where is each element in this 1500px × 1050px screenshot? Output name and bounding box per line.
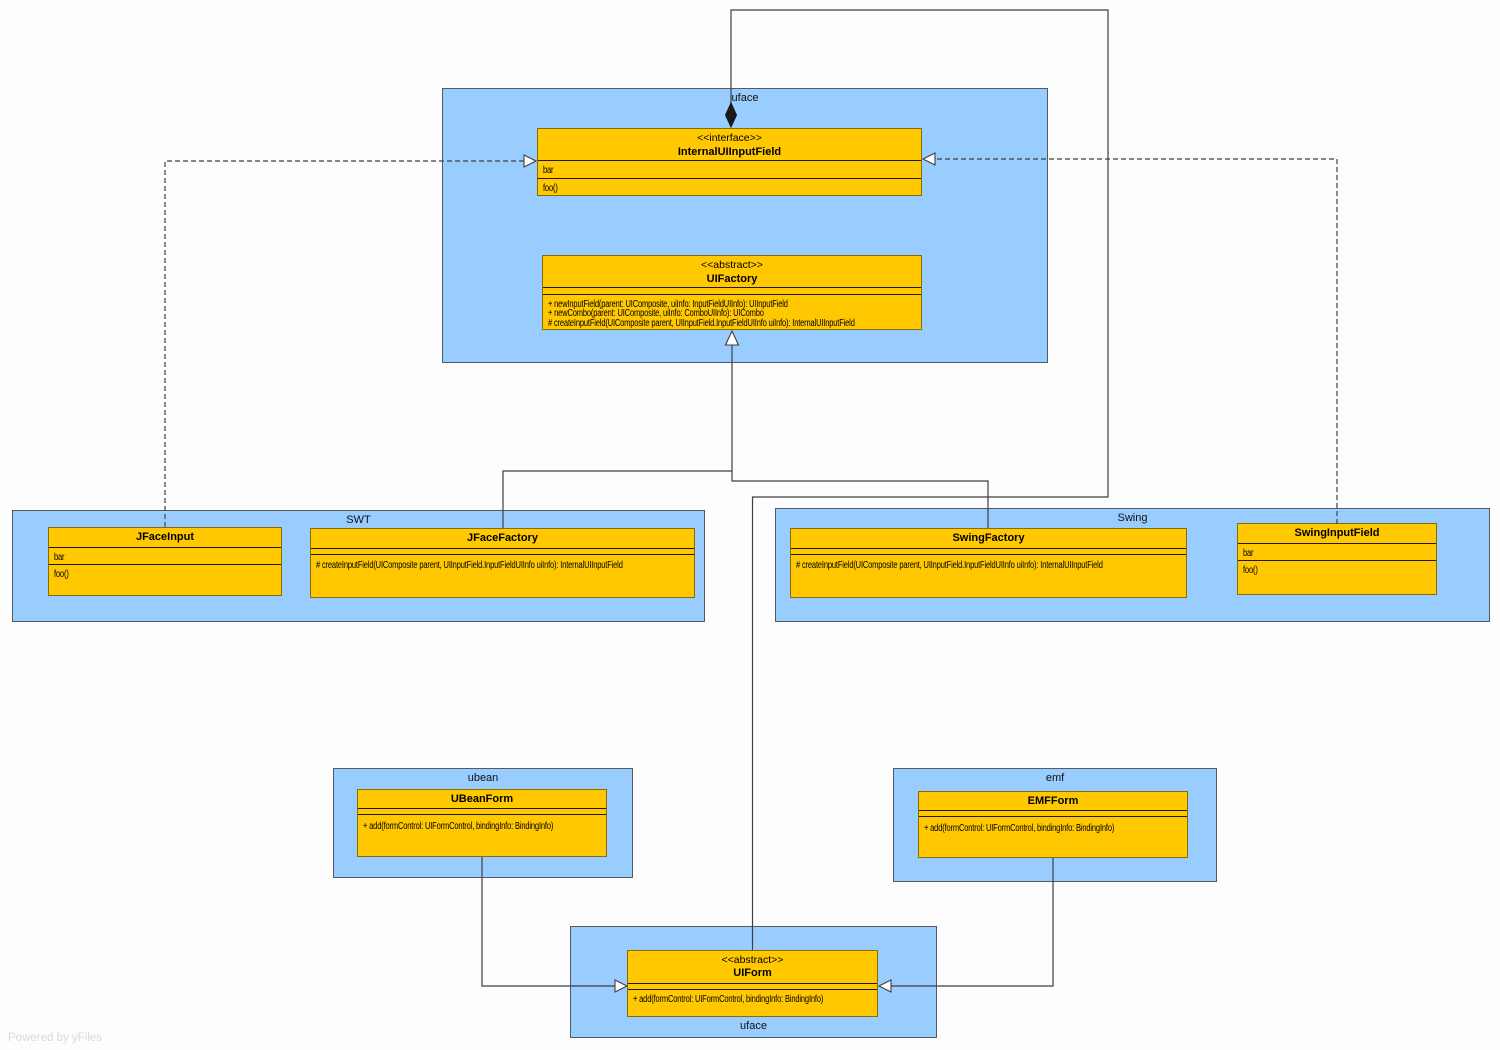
class-swing-input-field[interactable]: SwingInputField bar foo()	[1237, 523, 1437, 595]
package-label: SWT	[346, 514, 371, 526]
class-stereotype: <<abstract>>	[721, 954, 784, 966]
class-method: # createInputField(UIComposite parent, U…	[316, 560, 623, 571]
class-method: foo()	[54, 569, 69, 580]
edge-jfacefactory-uifactory-generalization[interactable]	[502, 345, 733, 528]
package-label: ubean	[467, 772, 499, 784]
class-name: UBeanForm	[450, 793, 514, 805]
class-name: SwingFactory	[952, 532, 1025, 544]
class-attribute: bar	[54, 552, 65, 563]
class-name: InternalUIInputField	[677, 146, 782, 158]
class-name: JFaceFactory	[467, 532, 538, 544]
class-name: UIFactory	[706, 273, 758, 285]
class-ubean-form[interactable]: UBeanForm + add(formControl: UIFormContr…	[357, 789, 607, 857]
class-method: foo()	[1243, 565, 1258, 576]
class-name: EMFForm	[1027, 795, 1079, 807]
class-attribute: bar	[543, 165, 554, 176]
class-method: + newInputField(parent: UIComposite, uiI…	[548, 299, 788, 310]
class-stereotype: <<interface>>	[697, 132, 762, 144]
class-method: + add(formControl: UIFormControl, bindin…	[924, 823, 1115, 834]
package-label: emf	[1045, 772, 1065, 784]
class-method: foo()	[543, 183, 558, 194]
class-name: SwingInputField	[1294, 527, 1380, 539]
package-label: uface	[731, 92, 759, 104]
class-method: + add(formControl: UIFormControl, bindin…	[633, 994, 824, 1005]
class-emf-form[interactable]: EMFForm + add(formControl: UIFormControl…	[918, 791, 1188, 858]
class-ui-factory[interactable]: <<abstract>> UIFactory + newInputField(p…	[542, 255, 922, 330]
class-jface-factory[interactable]: JFaceFactory # createInputField(UICompos…	[310, 528, 695, 598]
class-name: JFaceInput	[135, 531, 195, 543]
class-name: UIForm	[733, 967, 772, 979]
class-method: + newCombo(parent: UIComposite, uiInfo: …	[548, 308, 764, 319]
class-method: + add(formControl: UIFormControl, bindin…	[363, 821, 554, 832]
yfiles-watermark: Powered by yFiles	[8, 1032, 102, 1044]
class-stereotype: <<abstract>>	[701, 259, 763, 271]
class-internal-ui-input-field[interactable]: <<interface>> InternalUIInputField bar f…	[537, 128, 922, 196]
class-attribute: bar	[1243, 548, 1254, 559]
class-ui-form[interactable]: <<abstract>> UIForm + add(formControl: U…	[627, 950, 878, 1017]
class-swing-factory[interactable]: SwingFactory # createInputField(UICompos…	[790, 528, 1187, 598]
class-jface-input[interactable]: JFaceInput bar foo()	[48, 527, 282, 596]
package-label: uface	[740, 1020, 767, 1032]
class-method: # createInputField(UIComposite parent, U…	[796, 560, 1103, 571]
class-method: # createInputField(UIComposite parent, U…	[548, 318, 855, 329]
